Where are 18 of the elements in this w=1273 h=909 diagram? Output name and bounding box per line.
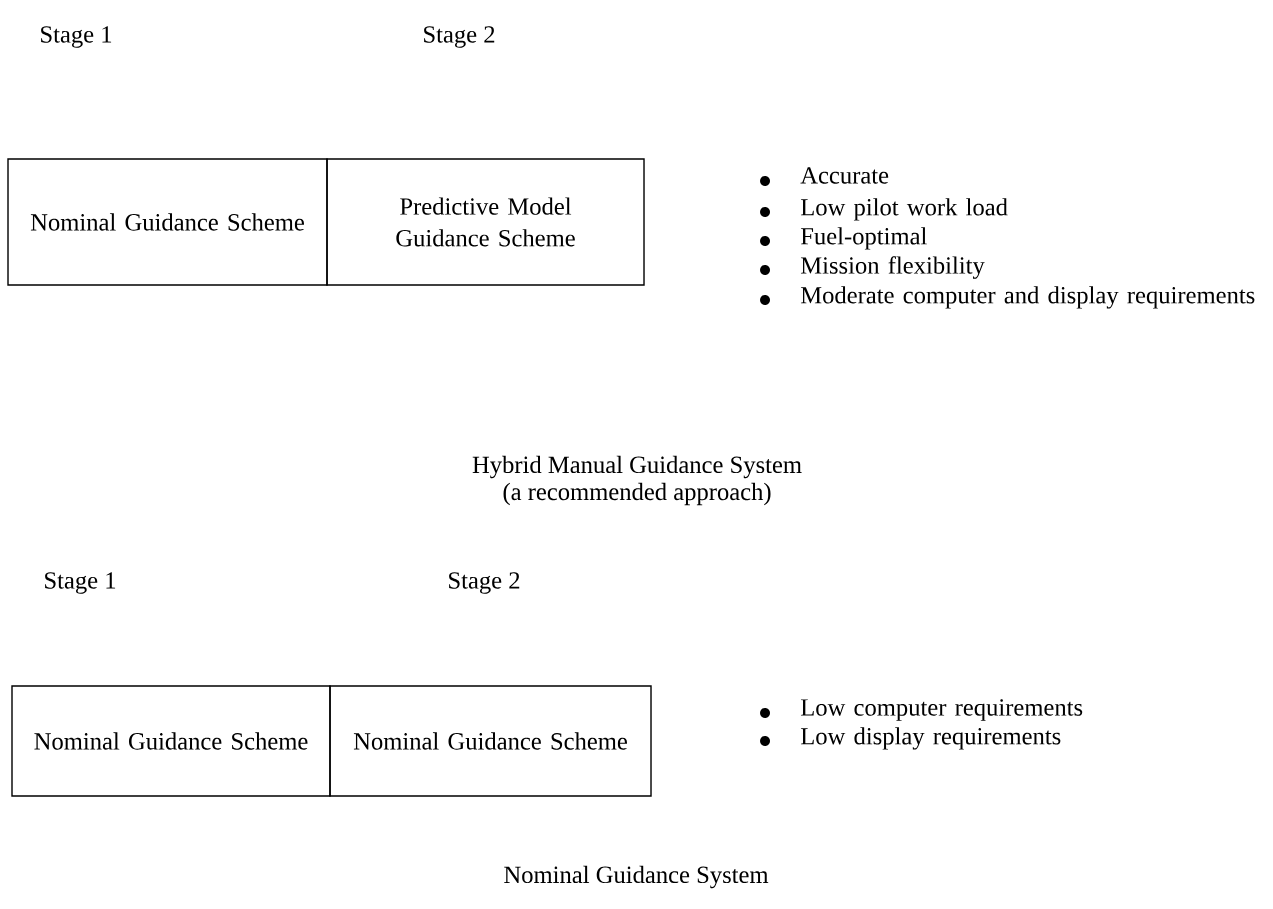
scheme-box: Nominal Guidance Scheme <box>329 685 652 797</box>
caption: Hybrid Manual Guidance System <box>472 455 802 479</box>
stage-heading: Stage 2 <box>424 26 495 48</box>
scheme-box: Predictive Model Guidance Scheme <box>326 158 645 286</box>
stage-heading: Stage 1 <box>41 26 112 48</box>
stage-heading: Stage 1 <box>45 572 116 594</box>
stage-heading: Stage 2 <box>449 572 520 594</box>
caption: (a recommended approach) <box>503 482 771 506</box>
scheme-box: Nominal Guidance Scheme <box>11 685 331 797</box>
scheme-box: Nominal Guidance Scheme <box>7 158 328 286</box>
bullet-item: Low display requirements <box>760 727 1061 750</box>
bullet-item: Low pilot work load <box>760 198 1008 221</box>
bullet-item: Fuel-optimal <box>760 227 927 250</box>
bullet-item: Accurate <box>760 167 889 186</box>
bullet-item: Moderate computer and display requirements <box>760 286 1255 309</box>
bullet-item: Low computer requirements <box>760 699 1083 721</box>
bullet-item: Mission flexibility <box>760 256 985 279</box>
caption: Nominal Guidance System <box>504 865 769 889</box>
